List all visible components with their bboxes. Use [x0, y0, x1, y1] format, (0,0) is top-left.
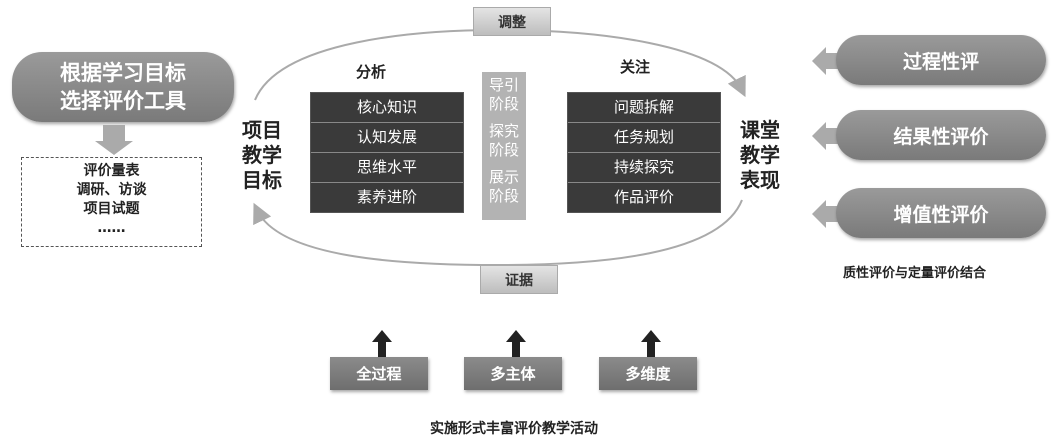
up-arrow-shaft: [647, 341, 655, 357]
tool-item: 评价量表: [83, 163, 140, 179]
focus-item: 问题拆解: [568, 93, 720, 123]
right-caption: 质性评价与定量评价结合: [843, 266, 987, 281]
tool-list-box: 评价量表 调研、访谈 项目试题 ……: [21, 157, 202, 247]
up-arrow-shaft: [378, 341, 386, 357]
tool-item: 项目试题: [83, 201, 140, 217]
classroom-performance-title: 课堂 教学 表现: [740, 118, 780, 192]
up-arrow-icon: [506, 330, 526, 342]
up-arrow-icon: [372, 330, 392, 342]
tool-item: 调研、访谈: [76, 182, 147, 198]
focus-box: 问题拆解 任务规划 持续探究 作品评价: [567, 92, 721, 213]
full-process-button: 全过程: [330, 357, 428, 390]
focus-item: 任务规划: [568, 123, 720, 153]
focus-item: 作品评价: [613, 188, 674, 206]
evidence-tag: 证据: [480, 265, 558, 294]
select-tool-line2: 选择评价工具: [60, 89, 186, 113]
analysis-box: 核心知识 认知发展 思维水平 素养进阶: [310, 92, 464, 213]
multi-dimension-button: 多维度: [599, 357, 697, 390]
up-arrow-shaft: [512, 341, 520, 357]
result-eval-pill: 结果性评价: [836, 110, 1046, 160]
select-tool-pill: 根据学习目标 选择评价工具: [12, 52, 234, 122]
up-arrow-icon: [641, 330, 661, 342]
bottom-caption: 实施形式丰富评价教学活动: [430, 421, 598, 437]
stage-column: 导引 阶段 探究 阶段 展示 阶段: [482, 72, 526, 220]
project-goal-title: 项目 教学 目标: [242, 118, 282, 192]
analysis-label: 分析: [356, 63, 387, 81]
adjust-tag: 调整: [473, 7, 551, 36]
focus-item: 持续探究: [568, 153, 720, 183]
left-arrow-icon: [812, 122, 826, 150]
focus-label: 关注: [620, 58, 651, 76]
process-eval-pill: 过程性评: [836, 35, 1046, 85]
analysis-item: 核心知识: [311, 93, 463, 123]
left-arrow-icon: [812, 200, 826, 228]
analysis-item: 认知发展: [311, 123, 463, 153]
tool-item: ……: [97, 220, 126, 236]
multi-subject-button: 多主体: [464, 357, 562, 390]
select-tool-line1: 根据学习目标: [60, 61, 186, 85]
analysis-item: 思维水平: [311, 153, 463, 183]
value-added-eval-pill: 增值性评价: [836, 188, 1046, 238]
left-arrow-icon: [812, 47, 826, 75]
analysis-item: 素养进阶: [356, 188, 417, 206]
